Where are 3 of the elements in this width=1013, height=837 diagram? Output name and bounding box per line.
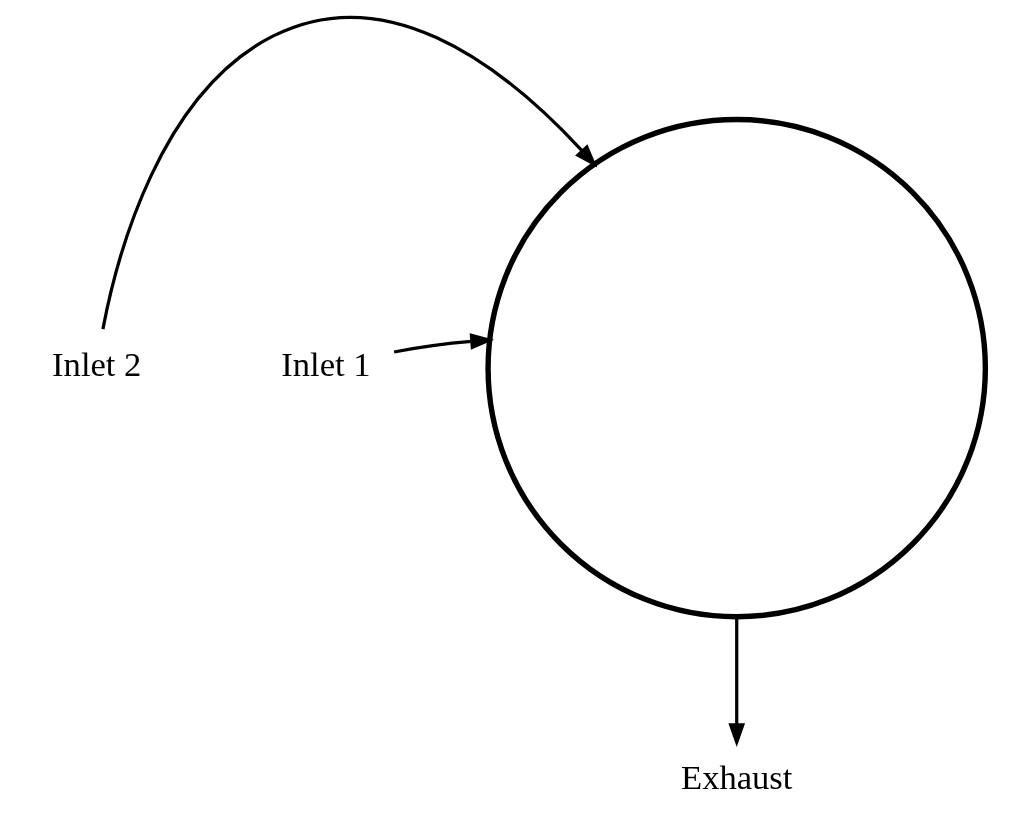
node-text: Inlet 1 (280, 345, 371, 384)
node-text: Exhaust (680, 758, 792, 797)
node-text: Inlet 2 (51, 345, 141, 384)
